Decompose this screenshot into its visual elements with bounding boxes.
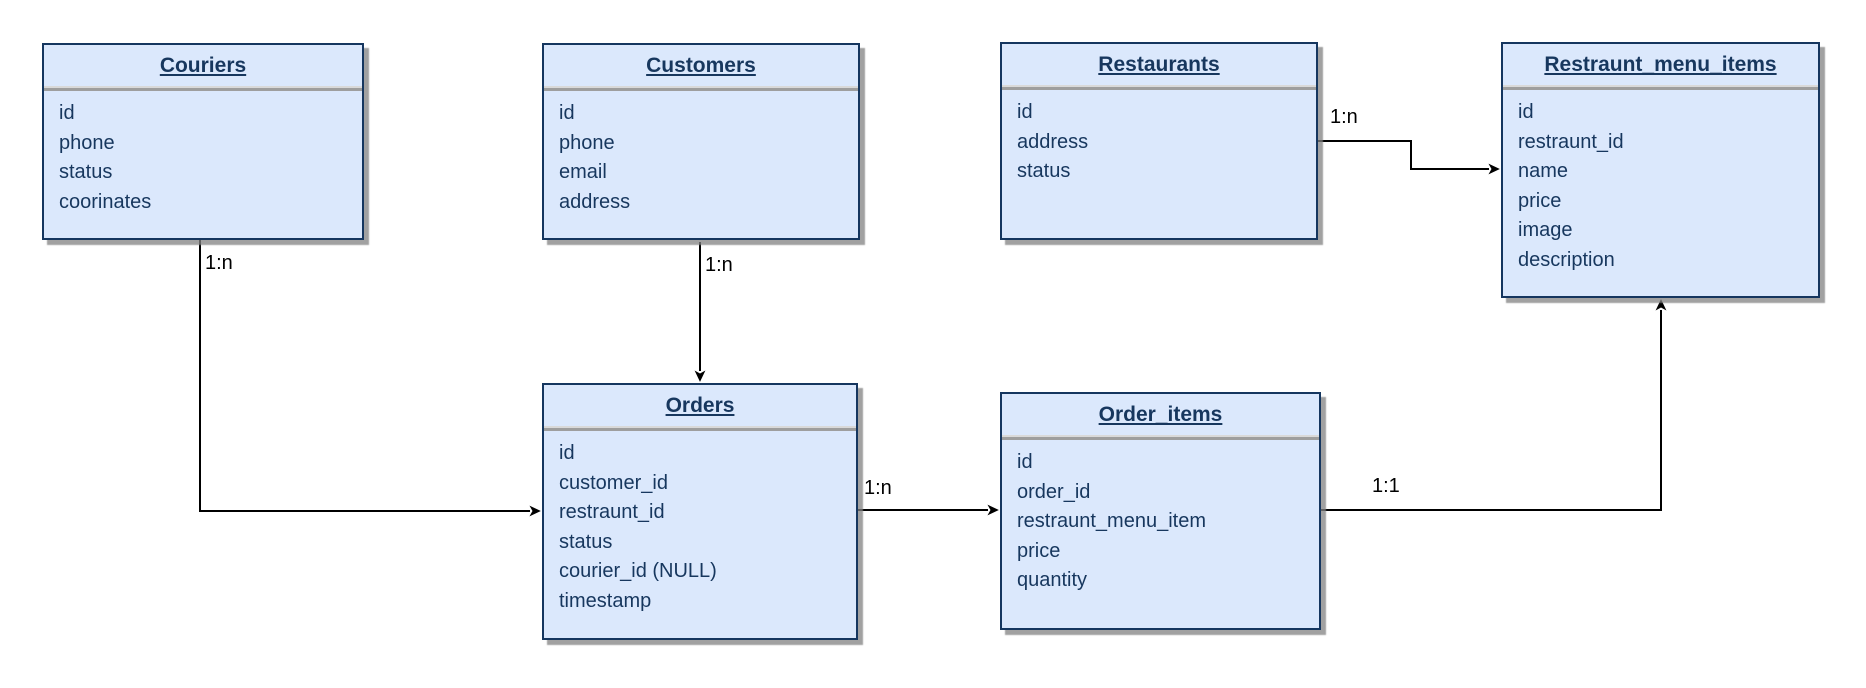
field-row: id [559, 102, 575, 124]
field-row: restraunt_id [1518, 130, 1624, 153]
field-row: email [559, 161, 607, 183]
field-row: price [1518, 189, 1562, 212]
field-row: image [1518, 219, 1573, 241]
entity-orders-title: Orders [544, 385, 856, 428]
entity-restaurants-fields: id address status [1002, 87, 1316, 187]
entity-order-items-title: Order_items [1002, 394, 1319, 437]
entity-customers-fields: id phone email address [544, 88, 858, 217]
field-row: restraunt_id [559, 501, 665, 523]
field-row: description [1518, 248, 1615, 271]
field-row: id [1017, 101, 1033, 123]
entity-restraunt-menu-items-title: Restraunt_menu_items [1503, 44, 1818, 87]
entity-order-items[interactable]: Order_items id order_id restraunt_menu_i… [1000, 392, 1321, 630]
field-row: name [1518, 160, 1569, 182]
field-row: phone [59, 131, 115, 154]
field-row: status [559, 530, 613, 553]
field-row: phone [559, 131, 615, 154]
field-row: restraunt_menu_item [1017, 510, 1206, 532]
entity-order-items-fields: id order_id restraunt_menu_item price qu… [1002, 437, 1319, 596]
field-row: timestamp [559, 589, 652, 612]
cardinality-label-orders-order-items: 1:n [864, 477, 892, 499]
entity-orders[interactable]: Orders id customer_id restraunt_id statu… [542, 383, 858, 640]
field-row: id [559, 442, 575, 464]
entity-restraunt-menu-items-fields: id restraunt_id name price image descrip… [1503, 87, 1818, 275]
field-row: customer_id [559, 471, 668, 494]
entity-restaurants[interactable]: Restaurants id address status [1000, 42, 1318, 240]
field-row: id [1017, 451, 1033, 473]
cardinality-label-restaurants-menu-items: 1:n [1330, 106, 1358, 128]
cardinality-label-couriers-orders: 1:n [205, 252, 233, 274]
entity-restraunt-menu-items[interactable]: Restraunt_menu_items id restraunt_id nam… [1501, 42, 1820, 298]
field-row: id [59, 102, 75, 124]
entity-orders-fields: id customer_id restraunt_id status couri… [544, 428, 856, 616]
cardinality-label-customers-orders: 1:n [705, 254, 733, 276]
connector-order-items-menu-items[interactable] [1321, 299, 1667, 511]
field-row: address [1017, 130, 1089, 153]
field-row: address [559, 190, 631, 213]
entity-couriers-fields: id phone status coorinates [44, 88, 362, 217]
field-row: status [1017, 160, 1071, 182]
field-row: id [1518, 101, 1534, 123]
field-row: quantity [1017, 569, 1088, 591]
field-row: status [59, 161, 113, 183]
field-row: courier_id (NULL) [559, 560, 717, 582]
field-row: coorinates [59, 190, 152, 213]
entity-customers-title: Customers [544, 45, 858, 88]
field-row: order_id [1017, 480, 1091, 503]
connector-restaurants-menu-items[interactable] [1318, 140, 1500, 175]
connector-couriers-orders[interactable] [199, 240, 541, 517]
entity-couriers[interactable]: Couriers id phone status coorinates [42, 43, 364, 240]
field-row: price [1017, 539, 1061, 562]
entity-restaurants-title: Restaurants [1002, 44, 1316, 87]
entity-customers[interactable]: Customers id phone email address [542, 43, 860, 240]
cardinality-label-order-items-menu-items: 1:1 [1372, 475, 1400, 497]
entity-couriers-title: Couriers [44, 45, 362, 88]
